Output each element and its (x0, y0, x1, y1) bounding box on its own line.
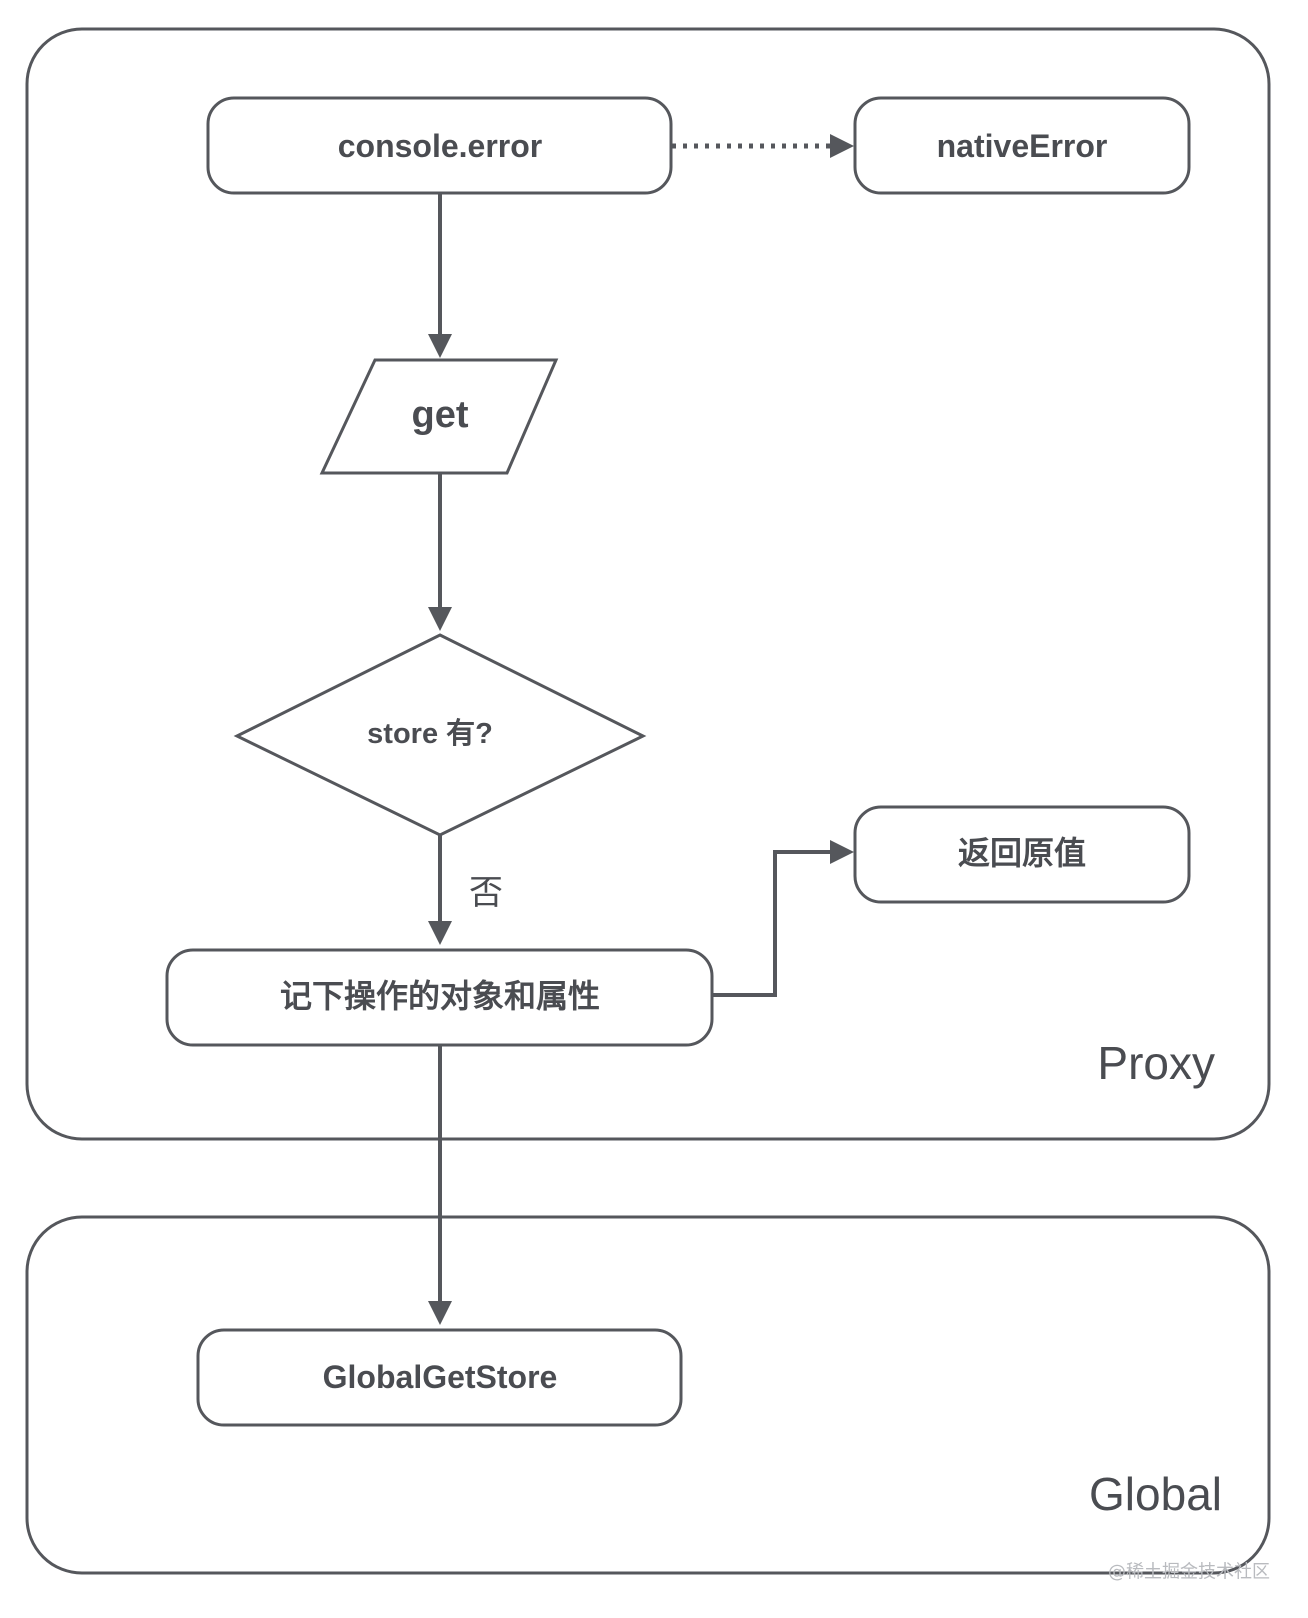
arrowhead-nativeerror (830, 134, 854, 158)
record-label: 记下操作的对象和属性 (280, 978, 600, 1014)
proxy-group-box (25, 27, 1271, 1141)
return-original-label: 返回原值 (958, 835, 1086, 871)
edge-label-no: 否 (469, 874, 503, 912)
arrowhead-decision (428, 607, 452, 631)
proxy-group-label: Proxy (1097, 1037, 1215, 1089)
global-group-label: Global (1089, 1468, 1222, 1520)
native-error-node (853, 96, 1191, 195)
global-get-store-label: GlobalGetStore (323, 1359, 558, 1395)
arrowheads (428, 134, 854, 1325)
global-group-box (25, 1215, 1271, 1575)
watermark: @稀土掘金技术社区 (1108, 1562, 1270, 1583)
store-check-label: store 有? (367, 717, 493, 750)
native-error-label: nativeError (937, 128, 1108, 164)
store-check-decision-node (233, 633, 647, 837)
arrowhead-get (428, 334, 452, 358)
arrowhead-globalgetstore (428, 1301, 452, 1325)
arrowhead-record (428, 921, 452, 945)
console-error-label: console.error (338, 128, 543, 164)
global-get-store-node (196, 1328, 683, 1427)
console-error-node (206, 96, 673, 195)
edges (438, 143, 830, 1303)
edge-record-to-return (712, 850, 830, 997)
record-node (165, 948, 714, 1047)
return-original-node (853, 805, 1191, 904)
arrowhead-return (830, 840, 854, 864)
get-label: get (412, 394, 469, 436)
get-node (319, 358, 559, 475)
